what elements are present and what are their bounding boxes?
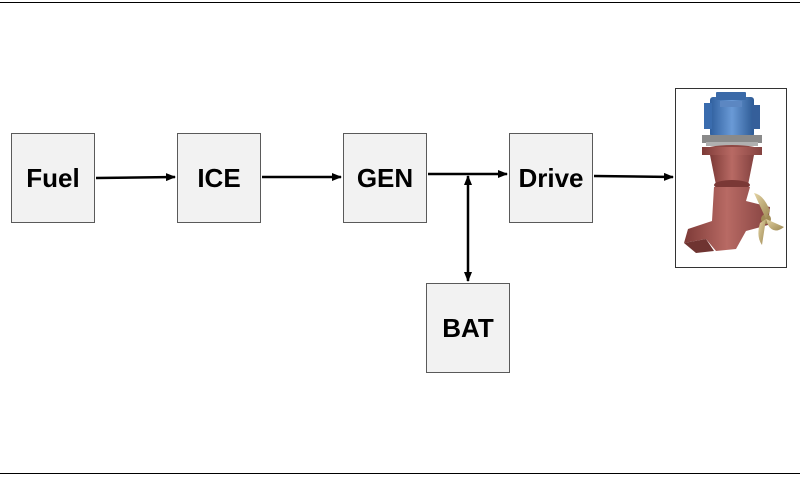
bat-label: BAT [442,312,494,343]
top-border-line [0,2,800,3]
arrow-fuel-to-ice [95,173,176,182]
bat-block: BAT [426,283,510,373]
drive-label: Drive [518,162,584,193]
fuel-label: Fuel [26,162,80,193]
ice-block: ICE [177,133,261,223]
fuel-block: Fuel [11,133,95,223]
ice-label: ICE [197,162,241,193]
thruster-image-box [675,88,787,268]
azimuth-thruster-icon [684,92,784,253]
bottom-border-line [0,473,800,474]
gen-label: GEN [356,162,414,193]
drive-block: Drive [509,133,593,223]
gen-block: GEN [343,133,427,223]
arrow-drive-to-thruster [593,172,674,181]
